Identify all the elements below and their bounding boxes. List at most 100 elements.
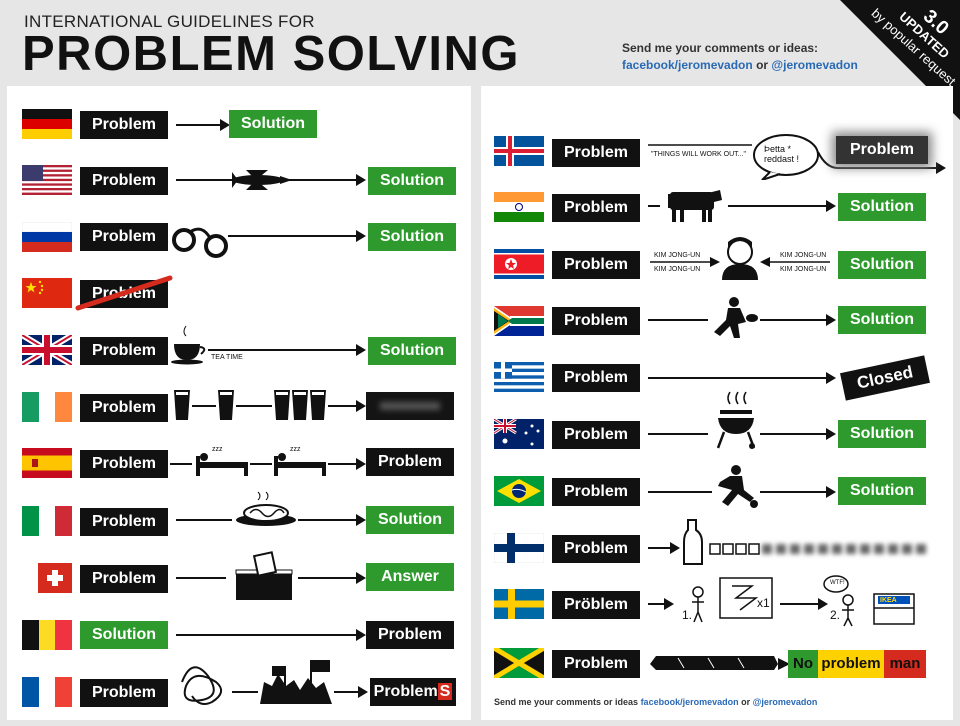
arrow-icon [176,119,230,131]
flag-iceland-icon [494,136,544,166]
step-1-label: 1. [682,608,693,622]
kim-label-3: KIM JONG-UN [780,252,827,259]
handcuffs-arrow-icon [172,227,366,258]
problem-word: problem [818,650,884,678]
bubble-line1: Þetta * [764,144,792,154]
ballot-box-arrow-icon [176,551,366,600]
problems-s-suffix: S [437,683,453,700]
chaos-protest-arrow-icon [181,660,368,705]
problem-label: Problem [80,565,168,593]
contact-facebook-link[interactable]: facebook/jeromevadon [622,58,753,72]
contact-twitter-link[interactable]: @jeromevadon [771,58,858,72]
contact-top: Send me your comments or ideas: facebook… [622,40,858,74]
header-subtitle: INTERNATIONAL GUIDELINES FOR [24,12,315,31]
iceland-note: "THINGS WILL WORK OUT..." [651,151,746,158]
flag-uk-icon [22,335,72,365]
header-title: PROBLEM SOLVING [22,27,521,81]
problem-label: Problem [552,139,640,167]
contact-or: or [756,58,769,72]
step-2-label: 2. [830,608,841,622]
flag-sweden-icon [494,589,544,619]
problem-label-umlaut: Pröblem [552,591,640,619]
solution-label: Solution [838,477,926,505]
problems-label-text: Problem [373,683,438,700]
svg-text:zzz: zzz [212,446,223,453]
problem-label: Problem [552,535,640,563]
cow-arrow-icon [648,190,836,222]
flag-belgium-icon [22,620,72,650]
ikea-logo-text: IKEA [880,597,897,604]
kim-label-1: KIM JONG-UN [654,252,701,259]
problem-label-end-blurred: Problem [836,136,928,164]
wtf-bubble-text: WTF! [830,580,845,586]
solution-label: Solution [368,167,456,195]
blurred-solution-label [366,392,454,420]
problem-label: Problem [80,450,168,478]
problem-label-end: Problem [366,621,454,649]
flag-ireland-icon [22,392,72,422]
flag-germany-icon [22,109,72,139]
problem-label: Problem [552,364,640,392]
flag-switzerland-icon [38,563,72,593]
speech-bubble-arrow-icon [648,134,946,180]
problem-label: Problem [80,167,168,195]
flag-china-icon [22,278,72,308]
svg-text:zzz: zzz [290,446,301,453]
problem-label: Problem [552,251,640,279]
drone-arrow-icon [176,170,366,190]
problem-label: Problem [80,394,168,422]
flag-brazil-icon [494,476,544,506]
footer-or: or [741,697,751,707]
problem-label: Problem [552,650,640,678]
man-word: man [884,650,926,678]
footer-text: Send me your comments or ideas [494,697,639,707]
flag-france-icon [22,677,72,707]
problem-label: Problem [80,508,168,536]
flag-india-icon [494,192,544,222]
flag-usa-icon [22,165,72,195]
arrow-icon [648,372,836,384]
joint-arrow-icon [650,656,790,670]
solution-label: Solution [366,506,454,534]
barbecue-arrow-icon [648,391,836,449]
football-player-arrow-icon [648,465,836,508]
rugby-player-arrow-icon [648,297,836,338]
siesta-arrow-icon: zzz zzz [170,446,366,476]
x1-label: x1 [757,596,770,610]
header: INTERNATIONAL GUIDELINES FOR PROBLEM SOL… [0,0,960,84]
no-problem-man-label: No problem man [788,650,926,678]
solution-label: Solution [229,110,317,138]
strike-through-icon [75,275,173,311]
kim-portrait-arrows-icon [650,237,830,280]
tea-time-note: TEA TIME [211,354,243,361]
problem-label: Problem [552,421,640,449]
flag-jamaica-icon [494,648,544,678]
footer-contact: Send me your comments or ideas facebook/… [494,697,817,707]
flag-greece-icon [494,362,544,392]
arrow-icon [176,629,366,641]
problem-label-end: Problem [366,448,454,476]
flag-australia-icon [494,419,544,449]
footer-twitter-link[interactable]: @jeromevadon [752,697,818,707]
problem-label: Problem [80,223,168,251]
footer-facebook-link[interactable]: facebook/jeromevadon [640,697,739,707]
flag-spain-icon [22,448,72,478]
ribbon-graphic: 3.0 UPDATED by popular request [840,0,960,120]
teacup-arrow-icon [171,325,366,365]
solution-label: Solution [838,306,926,334]
no-word: No [788,650,818,678]
solution-label: Solution [368,337,456,365]
solution-label: Solution [838,420,926,448]
kim-label-2: KIM JONG-UN [654,266,701,273]
problem-label: Problem [552,478,640,506]
solution-label: Solution [368,223,456,251]
problem-label: Problem [552,307,640,335]
ikea-assembly-icon [648,575,915,627]
solution-label: Solution [838,251,926,279]
solution-label: Solution [838,193,926,221]
bubble-line2: reddast ! [764,154,800,164]
flag-finland-icon [494,533,544,563]
flag-italy-icon [22,506,72,536]
kim-label-4: KIM JONG-UN [780,266,827,273]
